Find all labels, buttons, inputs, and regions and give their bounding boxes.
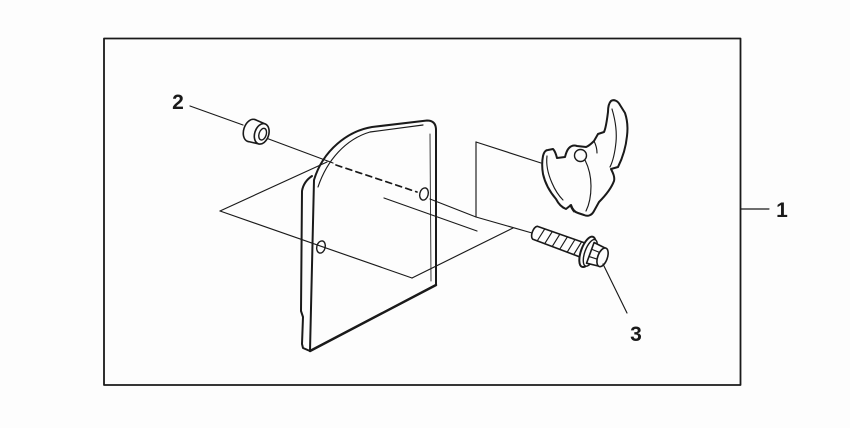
plane-notch-to-bracket — [475, 141, 542, 164]
panel-holes — [315, 187, 430, 254]
axis-to-bolt — [429, 198, 533, 234]
axis-dashed-segment — [335, 164, 418, 193]
plane-inner-edge — [383, 197, 478, 232]
flange-bolt — [530, 225, 609, 269]
bolt-thread-lines — [536, 228, 583, 256]
panel-hole-upper — [418, 187, 430, 201]
mounting-panel — [300, 119, 438, 353]
callout-label-3: 3 — [630, 323, 642, 346]
callout-leader-3 — [602, 263, 628, 314]
plane-edge-upper — [219, 161, 328, 212]
panel-front-face — [309, 119, 437, 352]
panel-hole-lower — [315, 240, 327, 254]
frame-bracket — [541, 99, 629, 217]
panel-inner-contour — [317, 124, 424, 188]
grommet — [242, 118, 270, 145]
callout-label-1: 1 — [776, 199, 788, 222]
bracket-boss-circle — [573, 148, 588, 163]
reference-plane-lines — [219, 141, 542, 279]
panel-bottom-edge — [308, 283, 438, 353]
bracket-center-ridge — [584, 159, 592, 212]
bracket-inner-right-contour — [609, 108, 617, 168]
bolt-head-face — [596, 247, 609, 268]
callout-label-2: 2 — [172, 91, 184, 114]
panel-right-inner-line — [429, 133, 432, 282]
plane-edge-lower — [219, 210, 413, 279]
panel-thickness-edge — [300, 175, 313, 352]
bracket-step-detail — [569, 204, 575, 213]
assembly-boundary-box — [103, 37, 742, 386]
bracket-detail-line — [593, 140, 598, 154]
axis-solid-segment — [265, 137, 334, 164]
bracket-inner-left-contour — [546, 155, 564, 201]
callout-leader-2 — [189, 105, 244, 126]
grommet-hole — [258, 127, 268, 141]
mounting-axis — [189, 105, 533, 234]
bolt-shaft — [530, 225, 587, 258]
plane-edge-right — [411, 227, 514, 279]
